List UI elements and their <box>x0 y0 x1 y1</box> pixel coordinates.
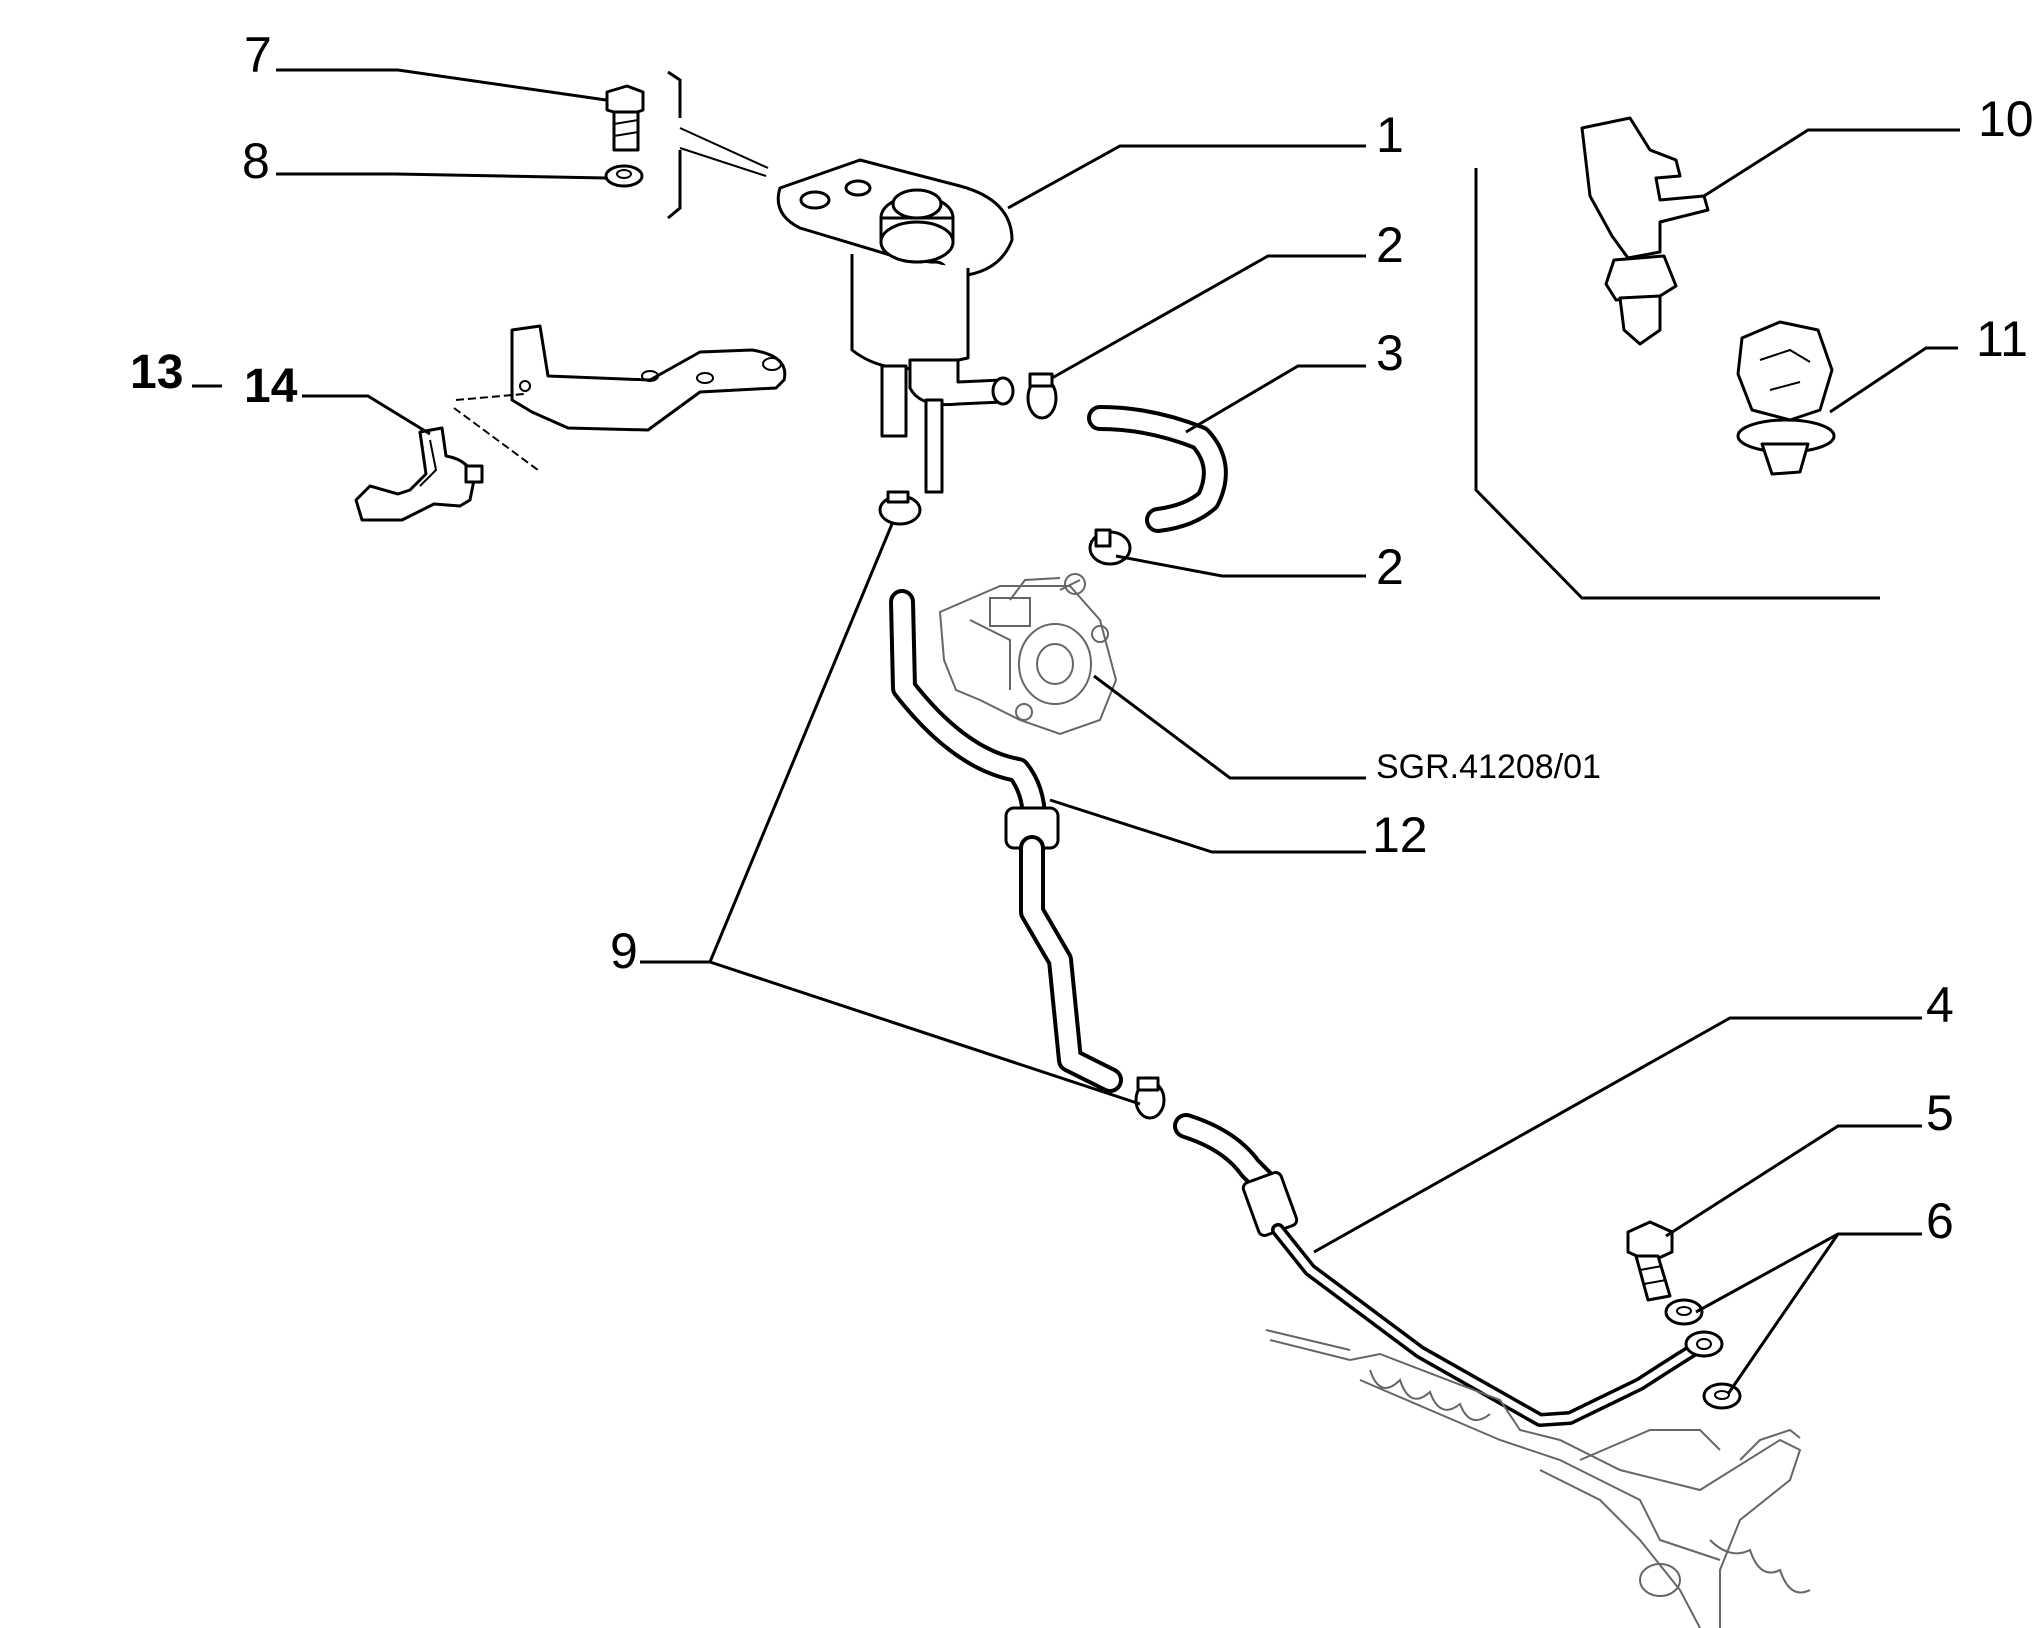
clamp-part-9-upper <box>878 490 922 526</box>
callout-12: 12 <box>1372 807 1428 863</box>
pipe-part-4 <box>1173 1113 1724 1427</box>
leader-12 <box>1049 798 1366 854</box>
callout-1: 1 <box>1376 107 1404 163</box>
hose-part-3 <box>1087 405 1228 533</box>
callout-2-upper: 2 <box>1376 217 1404 273</box>
bolt-part-7 <box>605 84 645 152</box>
inset-frame-line <box>1474 168 1880 600</box>
leader-7 <box>276 68 607 102</box>
dashed-fit-line <box>453 393 539 471</box>
bolt-part-5 <box>1626 1220 1674 1302</box>
pump-assembly-image <box>938 573 1118 736</box>
callout-3: 3 <box>1376 325 1404 381</box>
leader-2b <box>1115 554 1366 578</box>
callout-7: 7 <box>244 27 272 83</box>
clip-part-11 <box>1736 320 1836 476</box>
leader-sgr <box>1093 674 1366 780</box>
hose-part-12 <box>889 589 1123 1093</box>
steering-rack-image <box>1265 1329 1811 1628</box>
clamp-part-9-lower <box>1134 1076 1166 1120</box>
callout-5: 5 <box>1926 1085 1954 1141</box>
bracket-group-line <box>667 70 682 220</box>
washer-part-6-upper <box>1664 1298 1704 1326</box>
callout-11: 11 <box>1976 311 2028 367</box>
callout-14: 14 <box>244 360 298 413</box>
callout-6: 6 <box>1926 1193 1954 1249</box>
leader-4 <box>1313 1016 1922 1254</box>
clip-part-14 <box>354 426 484 522</box>
callout-4: 4 <box>1926 977 1954 1033</box>
leader-9 <box>640 523 894 964</box>
callout-10: 10 <box>1978 91 2034 147</box>
leader-10 <box>1703 128 1960 198</box>
leader-1 <box>1007 144 1366 210</box>
bolt-pointer-line <box>679 127 769 169</box>
leader-11 <box>1829 346 1958 414</box>
washer-part-8 <box>604 164 644 188</box>
clip-part-10 <box>1580 116 1710 346</box>
washer-part-6-lower <box>1702 1382 1742 1410</box>
callout-13: 13 <box>130 346 183 399</box>
leader-14 <box>302 394 431 436</box>
reservoir-part-1 <box>776 158 1015 494</box>
leader-8 <box>276 172 607 180</box>
reference-code: SGR.41208/01 <box>1376 748 1601 786</box>
callout-2-lower: 2 <box>1376 539 1404 595</box>
leader-5 <box>1665 1124 1922 1238</box>
leader-3 <box>1185 364 1366 434</box>
callout-8: 8 <box>242 133 270 189</box>
leader-2a <box>1051 254 1366 380</box>
clamp-part-2-upper <box>1026 372 1058 420</box>
leader-6 <box>1695 1232 1922 1314</box>
bracket-part-13 <box>510 324 787 432</box>
callout-9: 9 <box>610 923 638 979</box>
